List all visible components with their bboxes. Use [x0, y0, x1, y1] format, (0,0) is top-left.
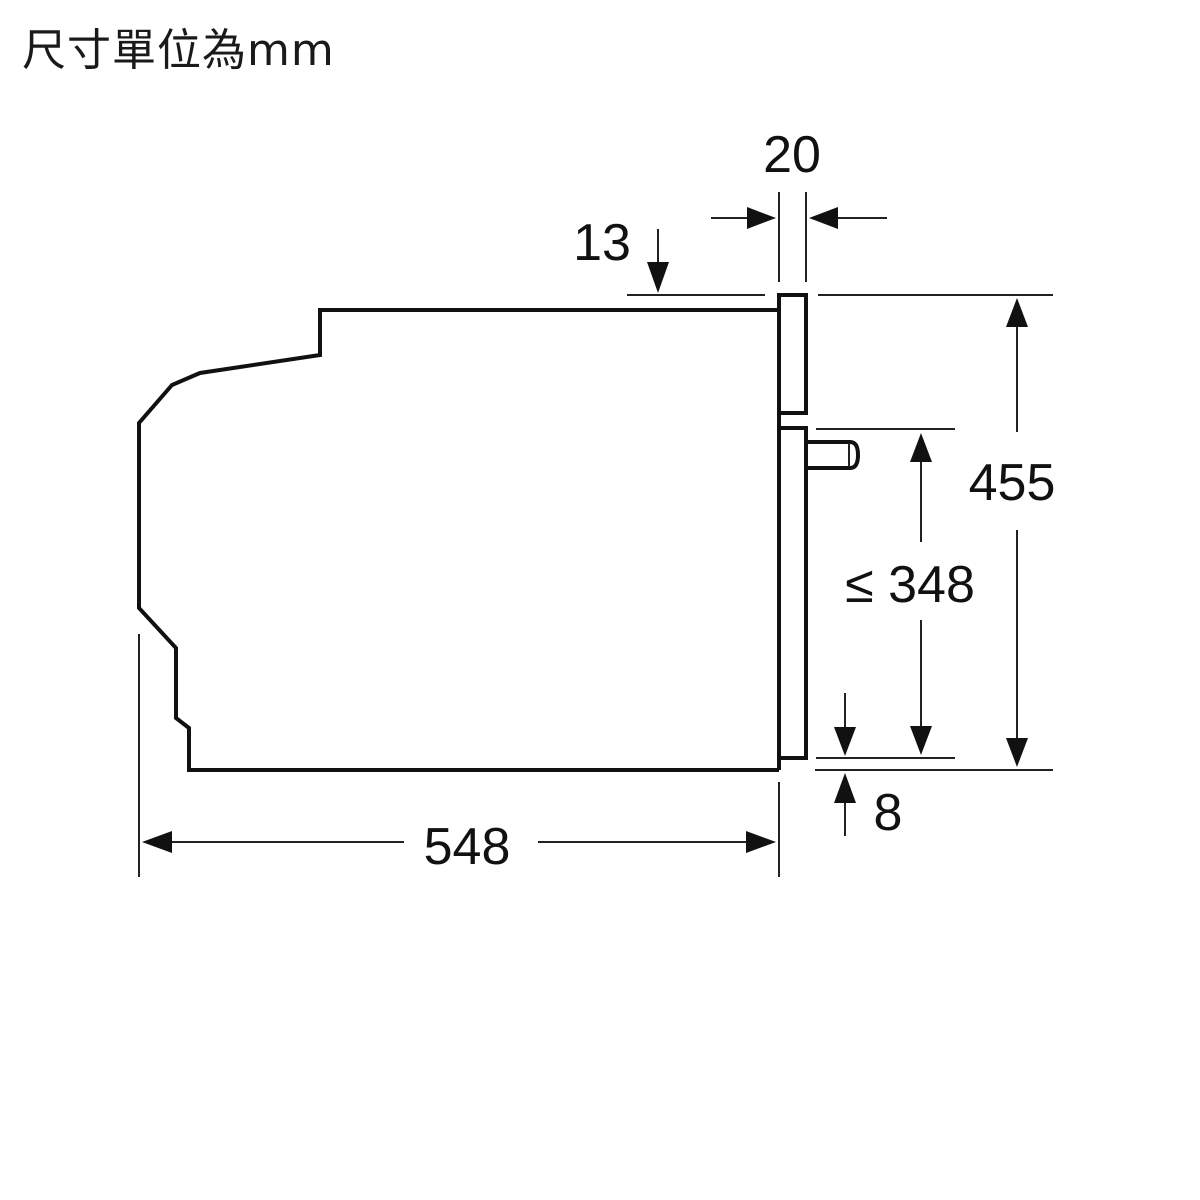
dim-8-arrow-down-icon: [834, 727, 856, 756]
dim-20-arrow-right-icon: [747, 207, 776, 229]
upper-panel: [777, 293, 808, 415]
dim-455-arrow-down-icon: [1006, 738, 1028, 767]
dim-455-arrow-up-icon: [1006, 298, 1028, 327]
door-handle: [806, 440, 861, 470]
dim-348-arrow-up-icon: [910, 433, 932, 462]
units-title: 尺寸單位為mm: [22, 25, 335, 76]
dim-548-arrow-right-icon: [746, 831, 776, 853]
dim-13-label: 13: [573, 214, 631, 272]
dim-348-label: ≤ 348: [845, 556, 975, 614]
dim-548-arrow-left-icon: [142, 831, 172, 853]
appliance-body-outline: [137, 308, 779, 772]
dim-548-label: 548: [424, 818, 511, 876]
dim-455-label: 455: [969, 454, 1056, 512]
door-panel: [779, 426, 808, 760]
dim-8-arrow-up-icon: [834, 773, 856, 803]
dim-13-arrow-down-icon: [647, 262, 669, 293]
dim-348-arrow-down-icon: [910, 726, 932, 755]
dim-20-label: 20: [763, 126, 821, 184]
dim-20-arrow-left-icon: [809, 207, 838, 229]
dim-8-label: 8: [874, 784, 903, 842]
